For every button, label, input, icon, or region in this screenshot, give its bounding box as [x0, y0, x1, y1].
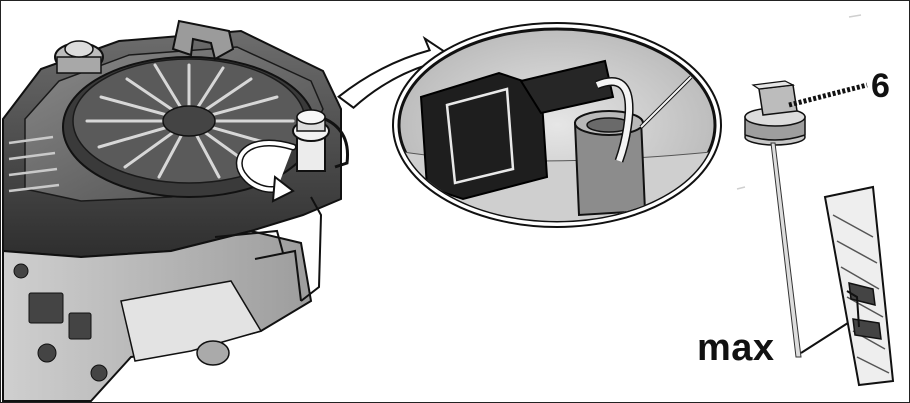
- engine-illustration: [1, 19, 350, 402]
- fill-cap-rotate-arrow: [235, 139, 297, 203]
- magnifier-callout: [392, 22, 722, 228]
- max-level-label: max: [697, 327, 775, 369]
- dipstick-cap: [744, 80, 806, 146]
- dipstick-rod: [770, 142, 802, 358]
- dipstick-tip-closeup: [823, 185, 895, 387]
- max-leader: [800, 320, 852, 354]
- callout-number-6: 6: [871, 67, 890, 105]
- callout-leader-6: [788, 82, 868, 108]
